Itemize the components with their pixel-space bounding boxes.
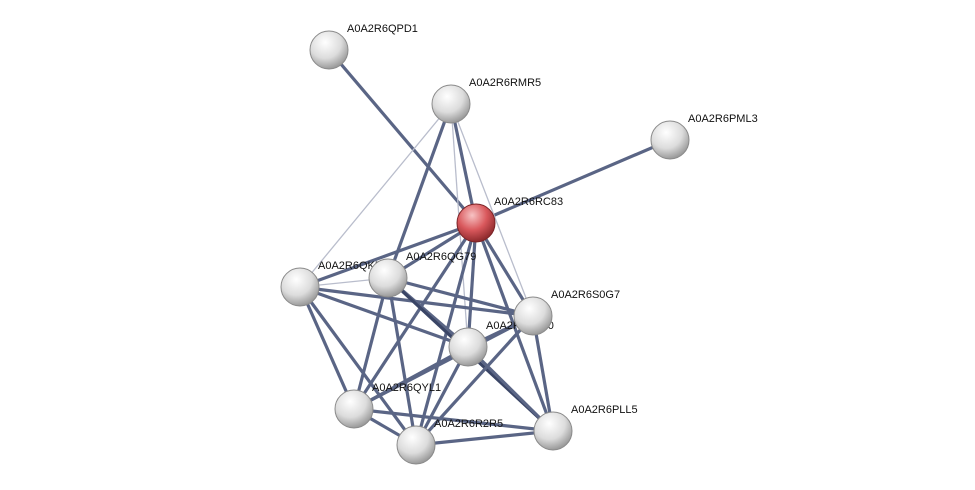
query-protein-node[interactable] [456,203,496,243]
node-label: A0A2R6QYL1 [372,382,441,394]
edge-RMR5-S0G7 [450,103,534,317]
edge-RMR5-QG79 [386,103,453,279]
edge-RC83-QKB8 [299,221,477,289]
protein-node[interactable] [280,267,320,307]
edge-RMR5-RC83 [449,103,478,224]
node-label: A0A2R6PML3 [688,113,758,125]
labels: A0A2R6QPD1A0A2R6RMR5A0A2R6PML3A0A2R6RC83… [318,23,758,430]
node-label: A0A2R6RC83 [494,196,563,208]
edge-RC83-R2R5 [414,222,478,446]
nodes [280,30,690,465]
edge-X20-QYL1 [353,345,469,411]
edge-R2R5-PLL5 [415,429,554,447]
edge-QKB8-QYL1 [298,286,356,410]
protein-node[interactable] [533,411,573,451]
node-label: A0A2R6QPD1 [347,23,418,35]
node-label: A0A2R6R2R5 [434,418,503,430]
node-label: A0A2R6RMR5 [469,77,541,89]
edge-X20-PLL5 [466,345,555,433]
edge-QG79-R2R5 [386,277,418,446]
protein-node[interactable] [448,327,488,367]
edge-QKB8-X20 [299,285,469,349]
edge-RC83-X20 [466,222,478,348]
edge-PML3-RC83 [475,138,671,225]
protein-node[interactable] [650,120,690,160]
protein-node[interactable] [334,389,374,429]
protein-node[interactable] [368,258,408,298]
node-label: A0A2R6S0G7 [551,289,620,301]
protein-node[interactable] [431,84,471,124]
protein-node[interactable] [396,425,436,465]
edge-QKB8-R2R5 [298,286,418,446]
edge-QYL1-PLL5 [353,407,554,433]
edge-RMR5-QKB8 [299,103,452,288]
edge-QPD1-RC83 [327,48,478,225]
edge-QG79-S0G7 [387,276,534,318]
edges [298,48,671,447]
protein-node[interactable] [309,30,349,70]
protein-node[interactable] [513,296,553,336]
edge-RC83-QYL1 [352,222,478,410]
edge-S0G7-R2R5 [414,314,535,447]
node-label: A0A2R6PLL5 [571,404,638,416]
edge-QG79-QYL1 [352,277,390,410]
node-label: A0A2R6QG79 [406,251,476,263]
